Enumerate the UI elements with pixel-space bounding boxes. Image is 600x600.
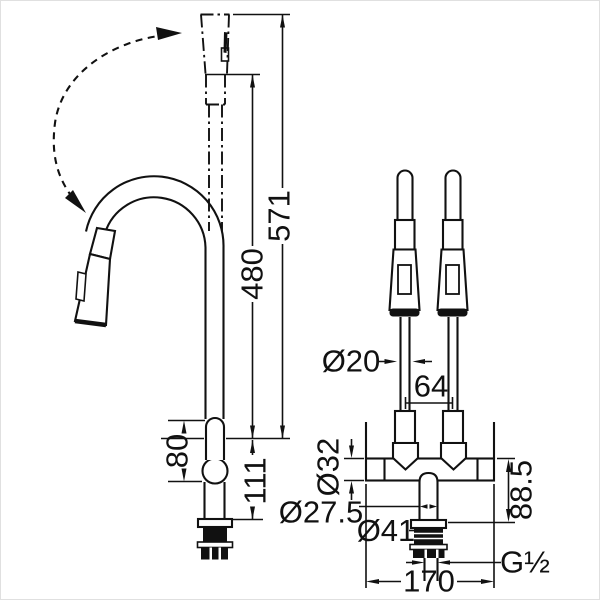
docked-spray-head [73,226,117,328]
front-view-dimensions [344,359,515,588]
mounting-nut [413,549,445,558]
head-collar [393,218,416,251]
side-view-dimensions [161,13,290,521]
arrow [280,14,285,28]
arrow [437,560,450,565]
lower-tube [447,317,459,411]
mounting-nut [201,547,228,560]
dim-label-body-diameter: Ø32 [311,438,346,497]
threaded-shank [414,528,443,544]
arrow [420,504,428,509]
front-base [409,518,448,581]
base-flange [409,518,448,530]
tube-connector [441,409,465,445]
arrow [506,459,511,472]
deck-body [364,422,496,520]
phantom-head-left-edge [200,14,207,74]
gooseneck-spout [84,175,225,419]
spray-head-face [74,318,107,328]
front-view: Ø20 64 Ø32 Ø27.5 Ø41 88.5 G½ 170 [279,169,550,599]
mounting-shank [418,471,439,520]
dim-label-base-height: 88.5 [504,460,539,520]
rotation-arc-path [52,33,168,202]
connector-seat [391,441,420,471]
dim-label-tube-spacing: 64 [414,369,448,404]
body-bar-end-caps [383,458,479,481]
arrow [349,481,354,494]
arrow [181,420,187,434]
spout-outer-line [84,175,225,419]
nut-slot [209,547,212,560]
spray-head-button-front [397,264,412,295]
spray-head-front [436,248,469,312]
dim-label-handle-length: 80 [160,434,195,468]
lever-handle [201,416,229,485]
inlet-pipe [423,558,439,581]
body-column [203,482,226,519]
front-right-tube-assembly [436,169,469,445]
hose-tube [444,169,462,220]
body-side-posts [364,422,496,459]
spray-head-face-band [389,308,420,317]
dim-label-overall-height: 571 [262,190,297,242]
tube-connector [393,409,417,445]
base-flange [196,517,234,529]
arrow [349,445,354,458]
front-left-tube-assembly [388,169,421,445]
dim-label-height-to-spout: 480 [235,248,270,300]
nut-slot [436,549,439,558]
rotation-arc [52,27,182,213]
phantom-head-right-edge [226,14,230,74]
rotation-arrow-head-top [156,27,182,40]
dim-label-spout-to-base: 111 [238,457,273,504]
hose-tube [396,169,414,220]
threaded-shank [203,527,227,542]
dim-label-shank-diameter: Ø27.5 [279,495,363,530]
nut-slot [218,547,221,560]
arrow [412,359,425,364]
handle-ball-joint [201,457,229,485]
lower-tube [399,317,411,411]
ext-lines-170 [365,484,495,588]
arrow [280,425,285,439]
arrow [250,74,255,88]
rotation-arrow-head-bottom [65,190,86,213]
phantom-collar [205,74,226,106]
faucet-body [196,482,234,560]
dim-label-tube-diameter: Ø20 [322,344,381,379]
arrow [506,509,511,522]
arrow [481,579,494,584]
ext-lines-885 [448,457,515,524]
connector-seat [439,441,468,471]
spray-head-front [388,248,421,312]
spray-head-button-front [445,264,460,295]
arrow [250,440,255,453]
arrow [181,468,187,482]
thread-lines [414,532,443,540]
spout-inner-line [104,196,207,419]
arrow [412,560,425,565]
ext-lines-o32 [344,457,364,482]
mounting-washer [196,541,234,549]
spray-head-button [75,270,87,303]
dim-line-64 [404,397,454,409]
phantom-hose [208,104,223,231]
arrow [250,506,255,520]
mounting-washer [409,543,448,551]
dim-label-thread-size: G½ [500,545,550,580]
arrow [250,425,255,439]
side-view: 571 480 80 111 [52,13,297,560]
nut-slot [424,549,427,558]
arrow [429,504,437,509]
arrow [366,579,379,584]
arrow [384,359,397,364]
spray-head-face-band [437,308,468,317]
phantom-head-button-outline [220,47,230,62]
dim-label-base-width: 170 [403,564,455,599]
dim-label-nut-diameter: Ø41 [357,513,416,548]
head-collar [441,218,464,251]
handle-lever [204,416,226,460]
phantom-spray-head [200,13,230,231]
